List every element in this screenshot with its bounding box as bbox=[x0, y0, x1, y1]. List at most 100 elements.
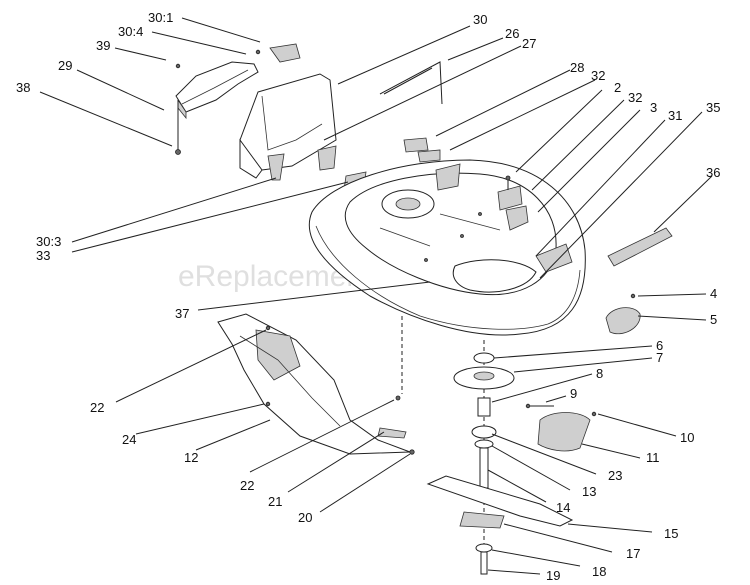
callout-14: 14 bbox=[556, 500, 570, 515]
chute-cover-part bbox=[175, 61, 259, 113]
leader-3 bbox=[537, 109, 641, 213]
leader-12 bbox=[491, 433, 597, 475]
leader-39 bbox=[114, 47, 167, 61]
leader-35 bbox=[539, 111, 703, 279]
plate-28 bbox=[403, 137, 429, 153]
chute-lip bbox=[239, 138, 263, 179]
washer-13 bbox=[474, 439, 494, 449]
leader-24 bbox=[135, 403, 265, 435]
leader-19 bbox=[487, 569, 541, 575]
leader-14 bbox=[487, 469, 547, 503]
deck-rib bbox=[379, 227, 431, 247]
leader-13 bbox=[491, 445, 571, 491]
leader-22-low bbox=[249, 399, 395, 473]
pin-10 bbox=[591, 411, 597, 417]
chute-body-fold bbox=[261, 95, 323, 151]
leader-6 bbox=[493, 345, 653, 359]
callout-30: 30 bbox=[473, 12, 487, 27]
bearing-12 bbox=[471, 425, 497, 439]
leader-7 bbox=[513, 357, 653, 373]
callout-27: 27 bbox=[522, 36, 536, 51]
leader-31 bbox=[535, 119, 666, 257]
screw-24 bbox=[265, 401, 271, 407]
callout-2: 2 bbox=[614, 80, 621, 95]
washer-18 bbox=[475, 543, 493, 553]
callout-9: 9 bbox=[570, 386, 577, 401]
spindle-hub bbox=[395, 197, 421, 211]
callout-6: 6 bbox=[656, 338, 663, 353]
callout-23: 12 bbox=[184, 450, 198, 465]
callout-11: 11 bbox=[646, 450, 660, 465]
callout-30-3: 30:3 bbox=[36, 234, 61, 249]
callout-7: 7 bbox=[656, 350, 663, 365]
small-bracket-part bbox=[269, 43, 301, 63]
callout-38: 38 bbox=[16, 80, 30, 95]
callout-8: 8 bbox=[596, 366, 603, 381]
leader-lines bbox=[39, 17, 713, 575]
callout-3: 3 bbox=[650, 100, 657, 115]
leader-5 bbox=[637, 315, 707, 321]
mower-deck bbox=[308, 137, 586, 394]
leader-4 bbox=[637, 293, 707, 297]
callout-28: 28 bbox=[570, 60, 584, 75]
callout-20: 20 bbox=[298, 510, 312, 525]
deck-rim-edge bbox=[315, 225, 581, 330]
callout-13: 13 bbox=[582, 484, 596, 499]
leader-20 bbox=[319, 453, 411, 513]
screw-39 bbox=[175, 63, 181, 69]
callout-22-top: 22 bbox=[90, 400, 104, 415]
callout-17: 17 bbox=[626, 546, 640, 561]
leader-27 bbox=[323, 45, 522, 141]
callout-18: 18 bbox=[592, 564, 606, 579]
deck-bracket-left bbox=[435, 163, 461, 191]
chute-bracket bbox=[267, 153, 285, 181]
callout-22-low: 22 bbox=[240, 478, 254, 493]
screw-22-top bbox=[265, 325, 271, 331]
skirt-fold-line bbox=[239, 335, 341, 427]
callout-10: 10 bbox=[680, 430, 694, 445]
leader-17 bbox=[503, 523, 613, 553]
discharge-chute-assembly bbox=[175, 43, 443, 191]
callout-26: 26 bbox=[505, 26, 519, 41]
leader-9 bbox=[545, 395, 567, 403]
leader-21 bbox=[287, 431, 385, 493]
bolt-19 bbox=[480, 551, 488, 575]
bolt-2-head bbox=[505, 175, 511, 181]
callout-15: 15 bbox=[664, 526, 678, 541]
leader-28 bbox=[435, 69, 571, 137]
callout-36: 36 bbox=[706, 165, 720, 180]
callout-5: 5 bbox=[710, 312, 717, 327]
leader-8 bbox=[491, 373, 593, 403]
shield-11 bbox=[537, 412, 591, 452]
baffle-31 bbox=[535, 243, 573, 273]
leader-22-top bbox=[115, 329, 267, 403]
screw-4 bbox=[630, 293, 636, 299]
chute-cover-ridge bbox=[181, 69, 249, 105]
small-screw bbox=[255, 49, 261, 55]
pulley-hub bbox=[473, 371, 495, 381]
rod-end-knob bbox=[175, 149, 181, 155]
leader-30-4 bbox=[151, 31, 247, 55]
deck-bracket-right bbox=[497, 185, 523, 211]
callout-37: 37 bbox=[175, 306, 189, 321]
callout-32-top: 32 bbox=[591, 68, 605, 83]
belt-guard-36 bbox=[607, 227, 673, 267]
leader-38 bbox=[39, 91, 173, 147]
callout-24: 24 bbox=[122, 432, 136, 447]
washer-22 bbox=[395, 395, 401, 401]
callout-29: 29 bbox=[58, 58, 72, 73]
leader-11 bbox=[581, 443, 641, 459]
callout-labels: 30:1 30 30:4 26 27 39 29 28 32 2 32 3 31… bbox=[16, 10, 720, 583]
leader-30-1 bbox=[181, 17, 261, 43]
knob-5 bbox=[605, 307, 641, 335]
bent-rod-part bbox=[379, 61, 443, 105]
plate-32 bbox=[417, 149, 441, 163]
leader-2 bbox=[515, 89, 603, 173]
callout-30-4: 30:4 bbox=[118, 24, 143, 39]
deck-hole bbox=[460, 234, 464, 238]
deck-rib-2 bbox=[439, 213, 501, 231]
leader-10 bbox=[597, 413, 677, 437]
leader-36 bbox=[653, 175, 713, 233]
leader-26 bbox=[447, 37, 504, 61]
